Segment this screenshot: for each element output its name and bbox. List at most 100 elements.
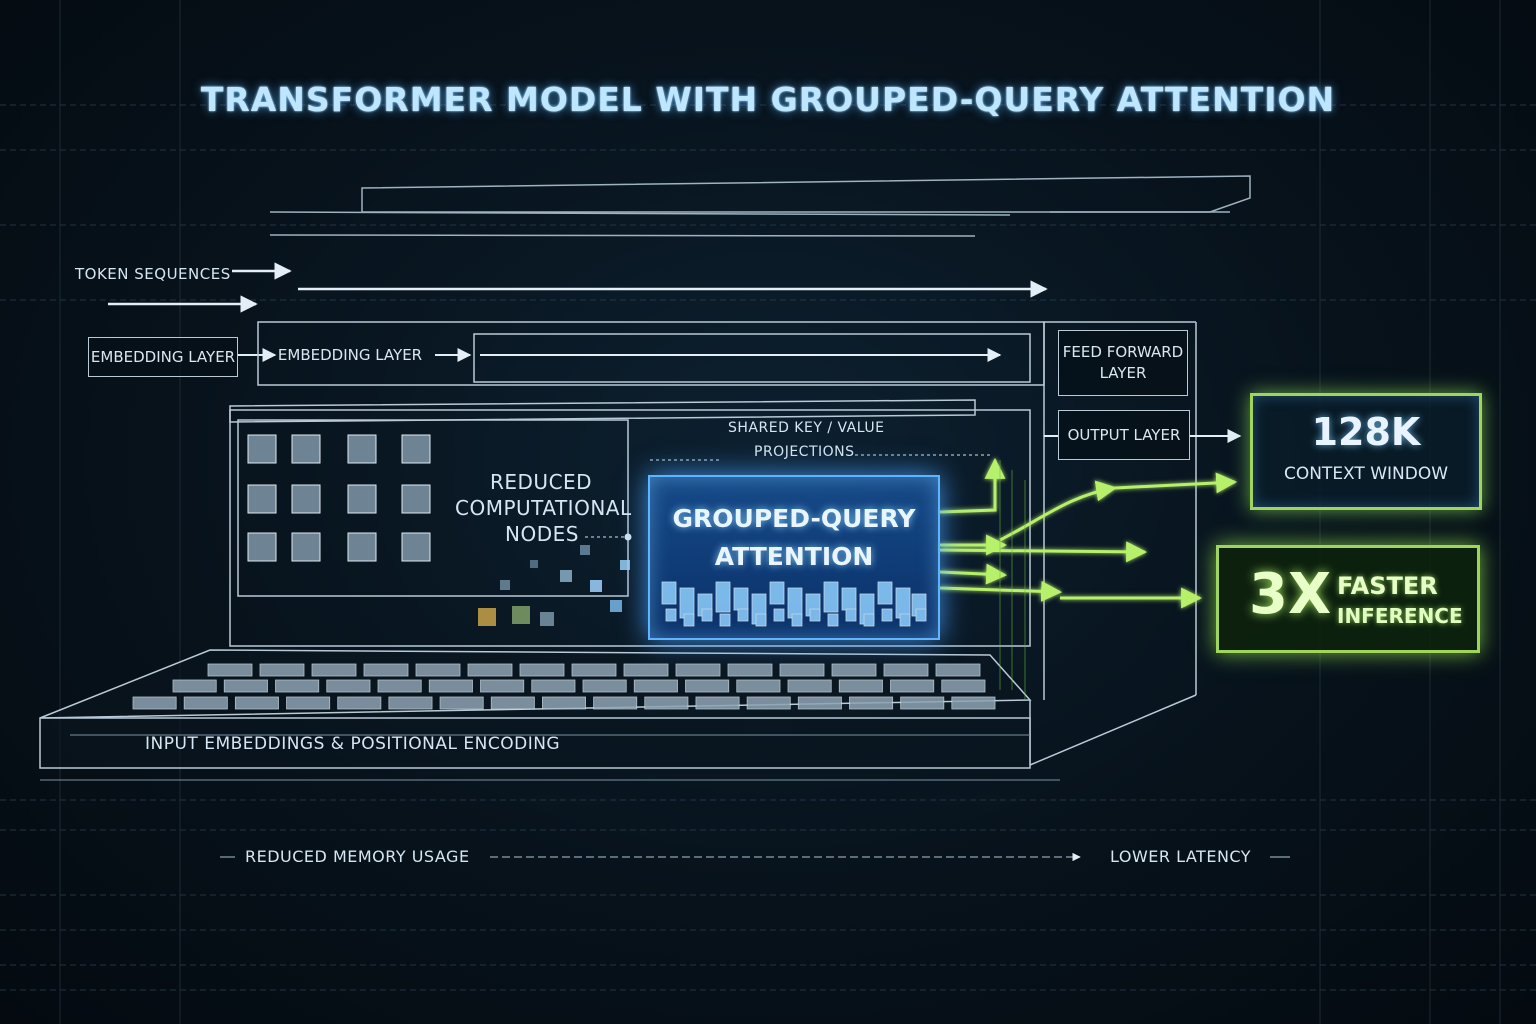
diagram-title: TRANSFORMER MODEL WITH GROUPED-QUERY ATT… <box>200 80 1336 120</box>
keyboard-key <box>623 663 669 677</box>
gqa-label-line2: ATTENTION <box>714 542 874 571</box>
node-cube <box>291 434 321 464</box>
embedding-layer-box-1: EMBEDDING LAYER <box>88 337 238 377</box>
keyboard-key <box>941 679 986 693</box>
keyboard-key <box>531 679 576 693</box>
context-window-stat: 128K CONTEXT WINDOW <box>1250 393 1482 510</box>
keyboard-key <box>286 696 331 710</box>
attention-head-cube <box>737 608 749 622</box>
feed-forward-layer-box: FEED FORWARD LAYER <box>1058 330 1188 396</box>
gqa-label-line1: GROUPED-QUERY <box>672 504 916 533</box>
keyboard-key <box>467 663 513 677</box>
feed-forward-label-line2: LAYER <box>1099 364 1147 382</box>
faster-inference-stat: 3X FASTER INFERENCE <box>1216 545 1480 653</box>
attention-head-cube <box>733 587 749 611</box>
keyboard-key <box>838 679 883 693</box>
keyboard-key <box>311 663 357 677</box>
output-layer-label: OUTPUT LAYER <box>1067 426 1181 444</box>
keyboard-key <box>542 696 586 710</box>
keyboard-key <box>234 696 279 710</box>
keyboard-key <box>633 679 678 693</box>
keyboard-key <box>519 663 565 677</box>
node-cube <box>347 484 377 514</box>
attention-head-cubes <box>661 581 927 627</box>
keyboard-key <box>779 663 825 677</box>
keyboard-key <box>326 679 371 693</box>
attention-head-cube <box>823 581 839 613</box>
keyboard-key <box>480 679 525 693</box>
input-embeddings-label: INPUT EMBEDDINGS & POSITIONAL ENCODING <box>145 734 561 754</box>
output-layer-box: OUTPUT LAYER <box>1058 410 1190 460</box>
keyboard-key <box>685 679 730 693</box>
node-cube <box>347 532 377 562</box>
keyboard-key <box>951 696 996 710</box>
attention-head-cube <box>661 581 677 605</box>
shared-kv-label-line1: SHARED KEY / VALUE <box>728 420 885 436</box>
attention-head-cube <box>701 608 713 622</box>
attention-head-cube <box>899 613 911 627</box>
context-window-value: 128K <box>1311 410 1421 454</box>
attention-head-cube <box>827 613 839 627</box>
keyboard-key <box>275 679 320 693</box>
attention-head-cube <box>755 613 767 627</box>
keyboard-key <box>883 663 929 677</box>
context-window-label: CONTEXT WINDOW <box>1283 464 1449 484</box>
keyboard-key <box>415 663 461 677</box>
keyboard-key <box>172 679 217 693</box>
node-cube <box>401 484 431 514</box>
keyboard-key <box>428 679 473 693</box>
keyboard-key <box>787 679 832 693</box>
faster-inference-label-line1: FASTER <box>1337 572 1438 600</box>
keyboard-key <box>132 696 177 710</box>
keyboard-key <box>644 696 689 710</box>
attention-head-cube <box>683 613 695 627</box>
node-cube <box>247 434 277 464</box>
attention-head-cube <box>845 608 857 622</box>
lower-latency-label: LOWER LATENCY <box>1110 847 1252 866</box>
keyboard-key <box>797 696 842 710</box>
attention-head-cube <box>773 608 785 622</box>
faster-inference-value: 3X <box>1249 562 1332 627</box>
attention-head-cube <box>881 608 893 622</box>
keyboard-key <box>183 696 228 710</box>
reduced-nodes-label-line2: COMPUTATIONAL <box>455 496 632 520</box>
attention-head-cube <box>769 581 785 605</box>
node-cube <box>247 532 277 562</box>
keyboard-key <box>571 663 617 677</box>
keyboard-key <box>935 663 981 677</box>
keyboard-key <box>736 679 781 693</box>
keyboard-key <box>207 663 253 677</box>
keyboard-key <box>337 696 382 710</box>
keyboard-key <box>675 663 721 677</box>
keyboard-key <box>727 663 773 677</box>
attention-head-cube <box>791 613 803 627</box>
attention-head-cube <box>679 587 695 619</box>
shared-kv-label-line2: PROJECTIONS <box>754 444 855 460</box>
attention-head-cube <box>895 587 911 619</box>
keyboard-key <box>363 663 409 677</box>
keyboard-key <box>490 696 535 710</box>
node-cube <box>291 484 321 514</box>
keyboard-key <box>849 696 894 710</box>
keyboard-key <box>259 663 305 677</box>
keyboard-key <box>582 679 627 693</box>
keyboard-key <box>890 679 935 693</box>
reduced-memory-label: REDUCED MEMORY USAGE <box>245 847 470 866</box>
node-cube <box>291 532 321 562</box>
keyboard-key <box>439 696 484 710</box>
attention-head-cube <box>719 613 731 627</box>
reduced-nodes-label-line1: REDUCED <box>490 470 593 494</box>
embedding-layer-label-2: EMBEDDING LAYER <box>277 346 423 364</box>
node-cube <box>401 434 431 464</box>
node-cube <box>401 532 431 562</box>
feed-forward-label-line1: FEED FORWARD <box>1062 343 1184 361</box>
keyboard-key <box>900 696 945 710</box>
attention-head-cube <box>665 608 677 622</box>
keyboard-key <box>831 663 877 677</box>
faster-inference-label-line2: INFERENCE <box>1337 604 1463 628</box>
keyboard-key <box>377 679 422 693</box>
gqa-label: GROUPED-QUERY ATTENTION <box>648 500 940 576</box>
attention-head-cube <box>787 587 803 619</box>
